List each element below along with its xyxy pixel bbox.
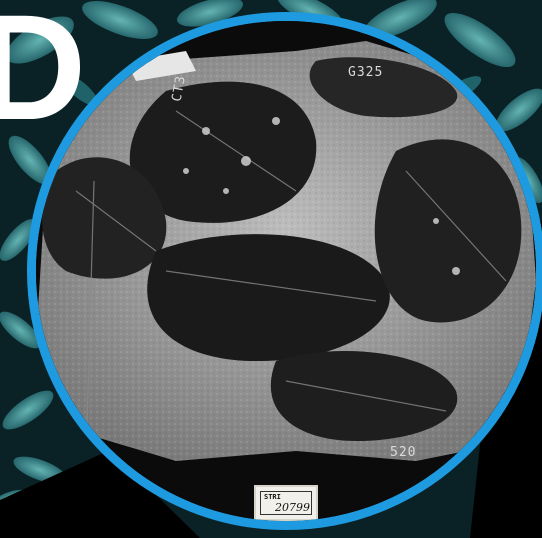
fossil-photo-circle: G325 CT3 520 STRI 20799	[27, 12, 542, 530]
specimen-tag: STRI 20799	[254, 485, 318, 521]
pencil-mark-top-right: G325	[348, 65, 384, 80]
specimen-tag-border: STRI 20799	[260, 491, 312, 515]
fossil-leaf-specimen	[36, 21, 536, 521]
pencil-mark-lower-right: 520	[390, 445, 417, 460]
specimen-tag-prefix: STRI	[264, 493, 281, 501]
specimen-tag-number: 20799	[275, 501, 310, 514]
